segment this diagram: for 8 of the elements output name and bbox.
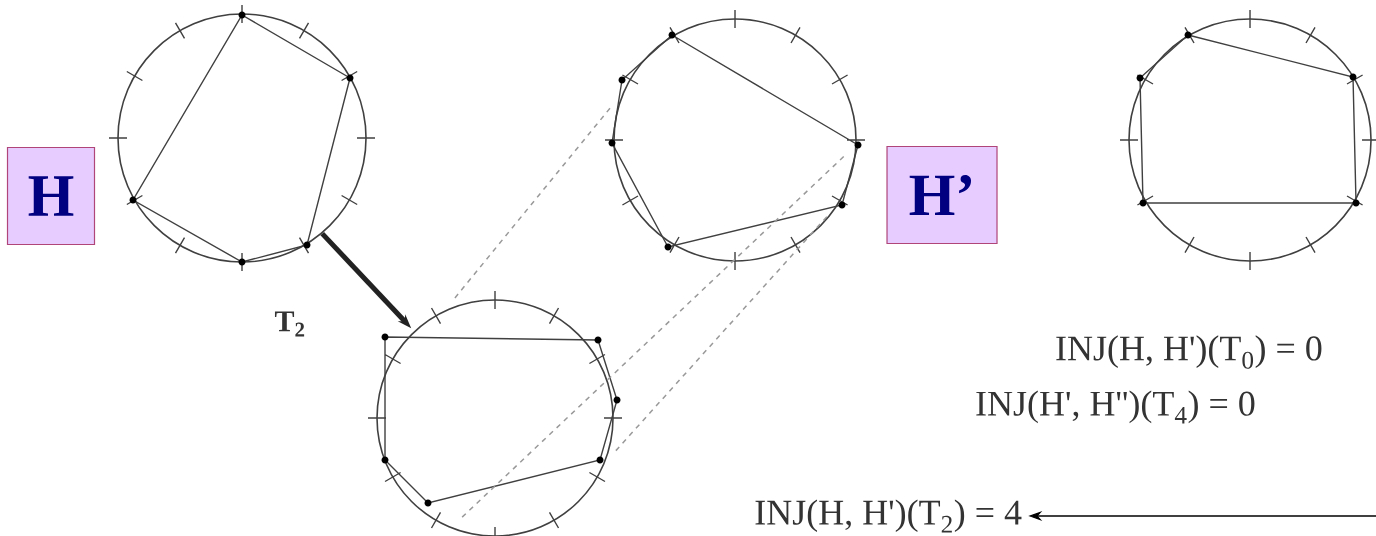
label-box: H’ (886, 145, 998, 245)
connector-line (615, 213, 830, 452)
beside-label: T$_{2}$ (274, 311, 305, 337)
formula-text: INJ(H, H')(T$_{2}$) = 4 (755, 499, 1022, 533)
label-box: H (6, 146, 96, 246)
formula-text: INJ(H', H'')(T$_{4}$) = 0 (976, 390, 1255, 424)
formula-text: INJ(H, H')(T$_{0}$) = 0 (1056, 335, 1322, 369)
connector-line (461, 154, 846, 518)
